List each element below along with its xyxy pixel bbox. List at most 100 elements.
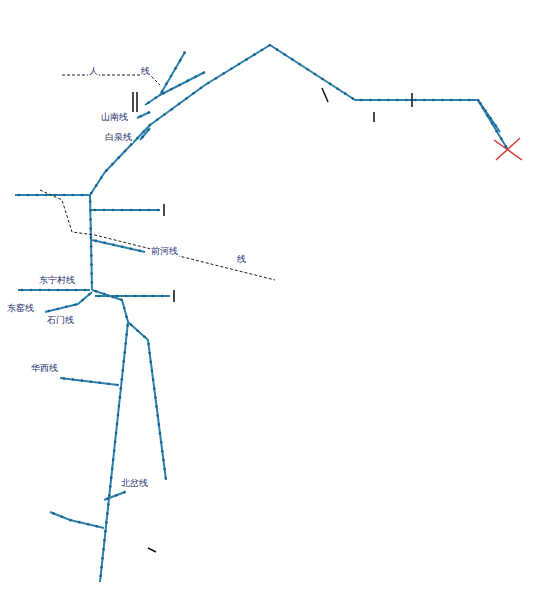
branch-top-right [478, 100, 500, 132]
station-dot [222, 72, 225, 75]
station-dot [48, 289, 51, 292]
station-dot [124, 342, 127, 345]
station-dot [112, 458, 115, 461]
rail-lines [15, 45, 508, 582]
station-dot [114, 441, 117, 444]
station-dot [48, 310, 51, 313]
station-dot [152, 295, 155, 298]
station-dot [101, 557, 104, 560]
station-dot [121, 209, 124, 212]
station-dot [336, 87, 339, 90]
station-dot [261, 49, 264, 52]
station-dot [106, 512, 109, 515]
station-dot [123, 491, 126, 494]
station-dot [152, 378, 155, 381]
station-dot [90, 272, 93, 275]
station-dot [112, 209, 115, 212]
station-dot [65, 306, 68, 309]
station-dot [95, 525, 98, 528]
station-dot [90, 192, 93, 195]
station-dot [113, 450, 116, 453]
station-dot [124, 150, 127, 153]
station-dot [107, 383, 110, 386]
station-dot [115, 494, 118, 497]
station-dot [143, 295, 146, 298]
station-dot [109, 485, 112, 488]
station-dot [72, 194, 75, 197]
station-dot [136, 137, 139, 140]
line-name: 白泉线 [104, 133, 133, 143]
line-name: 东窑线 [6, 304, 35, 314]
station-dot [459, 99, 462, 102]
branch-beicha [104, 492, 125, 500]
station-dot [207, 82, 210, 85]
station-dot [112, 244, 115, 247]
station-dot [321, 78, 324, 81]
station-dot [126, 324, 129, 327]
station-dot [139, 115, 142, 118]
station-dot [268, 44, 271, 47]
station-dot [329, 83, 332, 86]
branch-west [15, 194, 90, 196]
station-dot [130, 143, 133, 146]
station-dot [72, 378, 75, 381]
station-dot [63, 377, 66, 380]
station-dot [103, 539, 106, 542]
station-dot [39, 289, 42, 292]
line-name: 前河线 [150, 247, 179, 257]
station-dot [118, 405, 121, 408]
station-dot [489, 117, 492, 120]
station-dot [142, 130, 145, 133]
station-dot [185, 97, 188, 100]
station-dot [75, 289, 78, 292]
station-dot [125, 315, 128, 318]
station-dot [369, 99, 372, 102]
station-dot [491, 122, 494, 125]
station-dot [162, 92, 165, 95]
station-dot [253, 53, 256, 56]
station-dot [157, 209, 160, 212]
station-dot [230, 68, 233, 71]
station-dot [117, 414, 120, 417]
station-dot [110, 476, 113, 479]
station-dot [291, 58, 294, 61]
station-dot [174, 67, 177, 70]
station-dot [89, 218, 92, 221]
station-dot [94, 209, 97, 212]
station-dot [148, 352, 151, 355]
station-dot [162, 459, 165, 462]
station-dot [130, 323, 133, 326]
station-dot [98, 381, 101, 384]
station-dot [115, 432, 118, 435]
branch-north-2 [145, 72, 205, 105]
station-dot [149, 124, 152, 127]
station-dot [63, 194, 66, 197]
line-name: 华西线 [30, 364, 59, 374]
station-dot [100, 566, 103, 569]
station-dot [81, 299, 84, 302]
station-dot [170, 108, 173, 111]
station-dot [90, 254, 93, 257]
station-dot [147, 343, 150, 346]
branch-west-3 [45, 292, 92, 312]
station-dot [283, 53, 286, 56]
dotted-line [40, 190, 275, 280]
line-name: 北岔线 [120, 479, 149, 489]
station-dot [158, 423, 161, 426]
station-dot [130, 209, 133, 212]
station-dot [155, 96, 158, 99]
station-dot [95, 184, 98, 187]
south-east-line [128, 322, 166, 480]
station-dot [148, 111, 151, 114]
station-dot [138, 250, 141, 253]
station-dot [147, 101, 150, 104]
station-dot [54, 194, 57, 197]
station-dot [500, 138, 503, 141]
station-dot [94, 290, 97, 293]
station-dot [66, 289, 69, 292]
station-dot [156, 118, 159, 121]
station-dot [423, 99, 426, 102]
terminal-junction [494, 138, 522, 160]
station-dot [179, 59, 182, 62]
